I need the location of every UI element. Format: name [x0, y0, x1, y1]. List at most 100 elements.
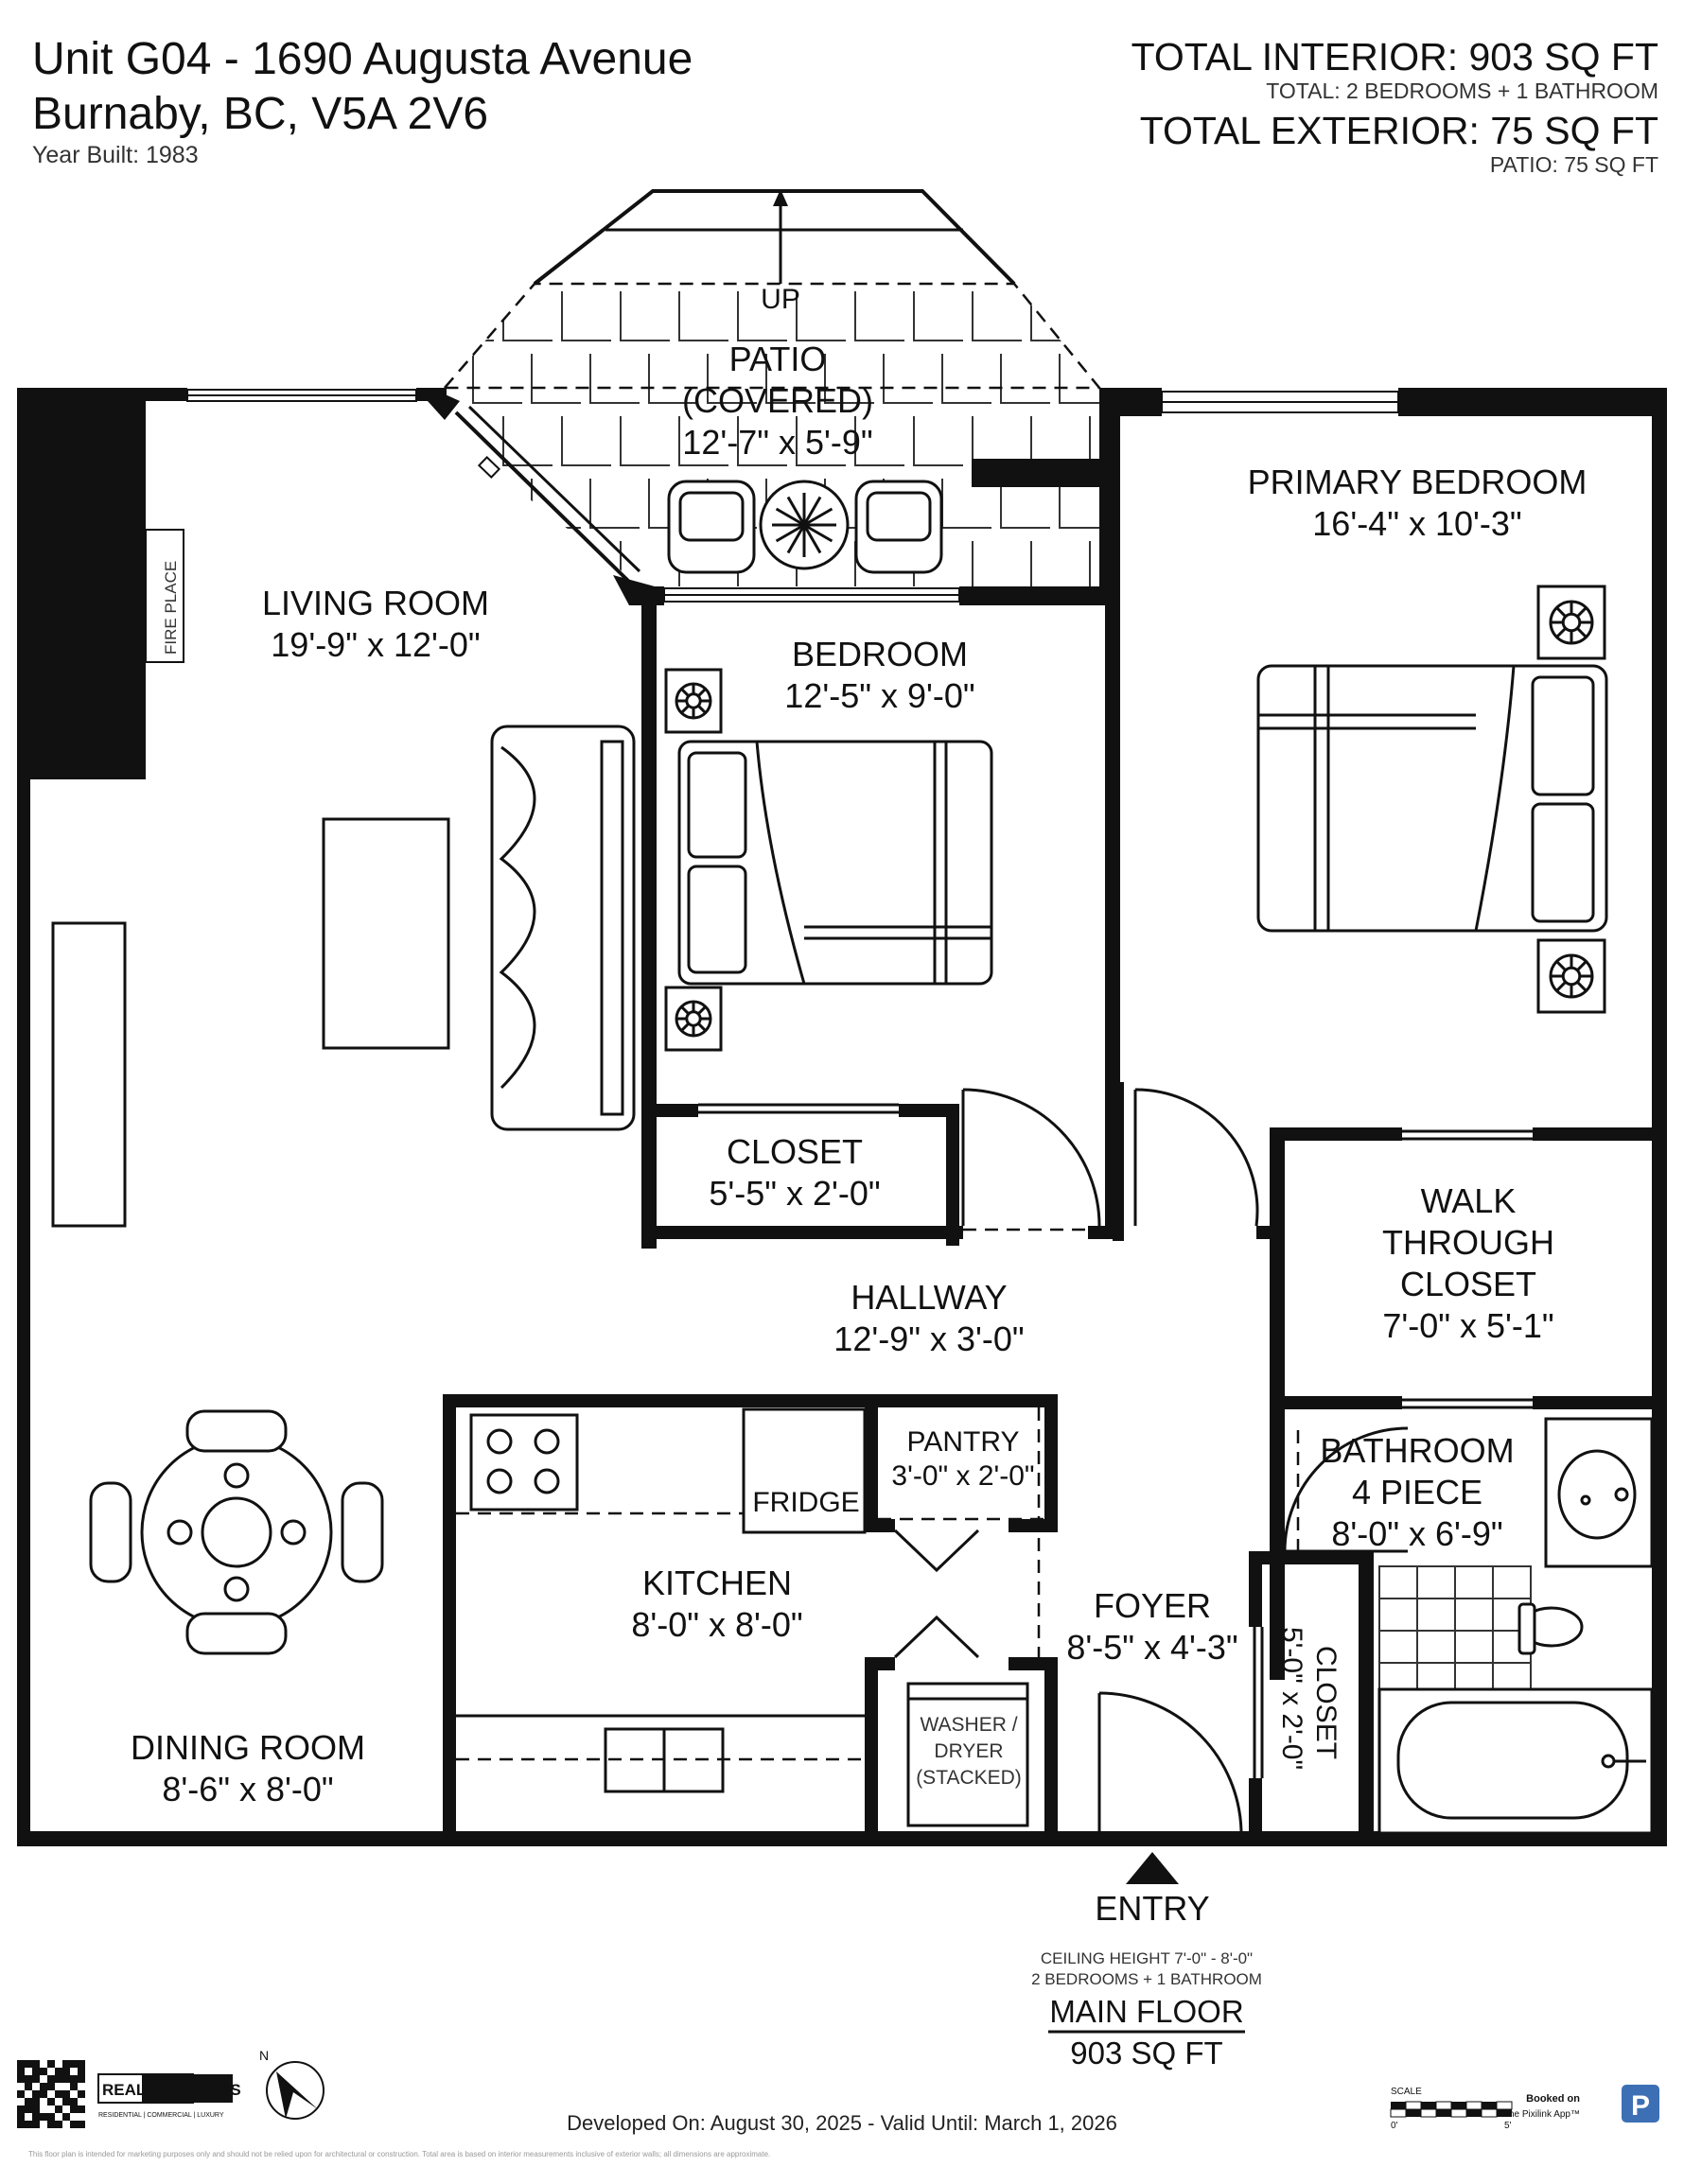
year-built: Year Built: 1983: [32, 142, 199, 168]
bathroom-dims: 8'-0" x 6'-9": [1331, 1514, 1502, 1553]
vanity-sink: [1557, 1449, 1637, 1540]
dining-chair-bottom: [185, 1612, 288, 1655]
primary-nightstand-bottom: [1536, 938, 1606, 1014]
qr-module: [47, 2075, 55, 2083]
wall-closet1-top: [641, 1104, 698, 1117]
laundry-bifold-door: [893, 1615, 980, 1659]
lamp-spoke: [1555, 981, 1567, 992]
wall-patio-ledge: [972, 459, 1099, 487]
qr-module: [70, 2060, 78, 2068]
qr-module: [32, 2068, 40, 2075]
scale-min: 0': [1391, 2121, 1398, 2131]
total-exterior: TOTAL EXTERIOR: 75 SQ FT: [1140, 109, 1658, 152]
stove: [469, 1413, 579, 1511]
compass-n-label: N: [259, 2048, 269, 2063]
patio-tile: [796, 416, 846, 466]
qr-module: [62, 2113, 70, 2121]
bedroom-nightstand-top: [664, 668, 723, 734]
bathroom-door-swing: [1283, 1426, 1409, 1552]
coffee-table: [322, 817, 450, 1050]
floor-rooms: 2 BEDROOMS + 1 BATHROOM: [1031, 1970, 1262, 1988]
floor-name: MAIN FLOOR: [1049, 1994, 1243, 2029]
patio-tile: [1059, 479, 1099, 529]
dining-plate-left: [167, 1519, 193, 1546]
address-line-1: Unit G04 - 1690 Augusta Avenue: [32, 34, 693, 84]
wall-kitchen-top: [443, 1394, 1058, 1407]
wall-kitchen-left: [443, 1394, 456, 1843]
plant-leaf: [802, 496, 822, 526]
patio-tile: [1059, 354, 1099, 404]
foyer-label: FOYER: [1094, 1586, 1211, 1625]
dining-plate-top: [223, 1462, 250, 1489]
bathroom-fixtures: [1296, 1417, 1654, 1835]
kitchen-label: KITCHEN: [642, 1564, 792, 1602]
scale-segment-alt: [1405, 2101, 1422, 2110]
patio-tile: [531, 479, 581, 529]
bedroom-dims: 12'-5" x 9'-0": [784, 676, 974, 715]
qr-module: [47, 2083, 55, 2090]
patio-tile: [737, 416, 787, 466]
patio-tile: [472, 479, 522, 529]
wall-bedroom-left: [641, 586, 657, 1249]
primary-bedroom-furniture: [1256, 585, 1608, 1014]
qr-module: [47, 2098, 55, 2105]
entry-arrow-icon: [1126, 1852, 1179, 1884]
patio-tile: [972, 541, 1022, 586]
burner-3: [486, 1468, 513, 1494]
patio-tile: [854, 416, 904, 466]
lamp-spoke: [1576, 960, 1588, 971]
patio-up-label: UP: [761, 284, 800, 315]
patio-area: PATIO: 75 SQ FT: [1490, 152, 1658, 177]
patio-tile: [589, 479, 640, 529]
header: Unit G04 - 1690 Augusta Avenue Burnaby, …: [32, 34, 1658, 177]
windows: FIRE PLACE: [145, 389, 1399, 663]
vanity: [1544, 1417, 1654, 1568]
patio-tile: [620, 291, 670, 341]
lamp-spoke: [1576, 627, 1588, 638]
patio-covered-label: (COVERED): [682, 381, 873, 420]
scale-segment-alt: [1496, 2101, 1513, 2110]
qr-module: [55, 2121, 62, 2128]
dining-room-label: DINING ROOM: [131, 1728, 365, 1767]
lamp-spoke: [1555, 960, 1567, 971]
address-line-2: Burnaby, BC, V5A 2V6: [32, 89, 488, 139]
lamp-spoke: [680, 1022, 690, 1032]
lamp-spoke: [1576, 981, 1588, 992]
scale-segment: [1421, 2102, 1436, 2109]
patio-tile: [620, 416, 670, 466]
qr-module: [25, 2105, 32, 2113]
dining-centerpiece: [201, 1496, 272, 1568]
patio-tile: [589, 354, 640, 404]
washer-label-3: (STACKED): [916, 1767, 1022, 1789]
kitchen-fixtures: FRIDGE: [456, 1407, 1044, 1827]
living-room-dims: 19'-9" x 12'-0": [271, 625, 480, 664]
wall-patio-right: [1099, 388, 1120, 596]
scale-segment-alt: [1481, 2108, 1498, 2118]
washer-label-1: WASHER /: [920, 1714, 1017, 1736]
tv-console: [51, 921, 127, 1228]
patio-tile: [502, 416, 553, 466]
scale-segment: [1451, 2102, 1466, 2109]
pixilink-app-icon: [1622, 2085, 1659, 2123]
wall-closet2-left-b: [1249, 1778, 1262, 1835]
lamp-spoke: [697, 1022, 707, 1032]
patio-tile: [1030, 541, 1080, 586]
qr-module: [62, 2090, 70, 2098]
stairs-up-arrowhead: [773, 189, 788, 206]
bedroom-blanket-fold: [755, 741, 806, 985]
wall-closet2-left: [1249, 1551, 1262, 1627]
lamp-spoke: [1555, 606, 1567, 618]
scale-segment-alt: [1450, 2108, 1467, 2118]
plant-leaf: [802, 524, 822, 554]
burner-1: [486, 1428, 513, 1455]
wall-pantry-bottom: [865, 1519, 895, 1532]
wall-laundry-top: [865, 1657, 895, 1670]
patio-tile: [972, 416, 1022, 466]
total-rooms: TOTAL: 2 BEDROOMS + 1 BATHROOM: [1266, 79, 1658, 103]
closet1-label: CLOSET: [727, 1132, 863, 1171]
toilet-tank: [1517, 1602, 1536, 1655]
lamp-spoke: [680, 1005, 690, 1015]
patio-tile: [531, 354, 581, 404]
plant-leaf: [803, 523, 833, 543]
